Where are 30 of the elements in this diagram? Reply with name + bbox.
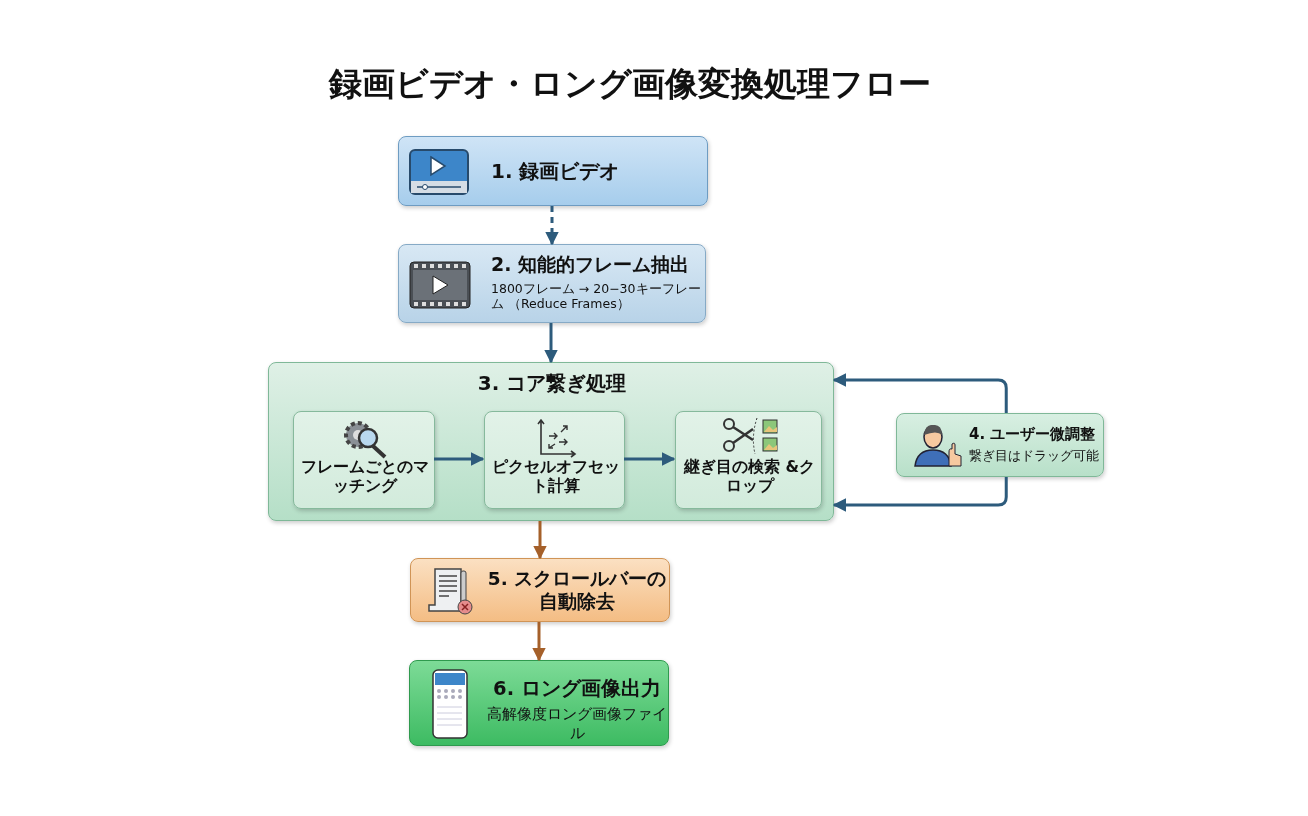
- step-title: 3. コア繋ぎ処理: [476, 371, 628, 396]
- arrow: [544, 323, 558, 364]
- arrow: [532, 622, 546, 662]
- arrow: [545, 206, 559, 246]
- step-title: 5. スクロールバーの自動除去: [487, 567, 667, 614]
- step-box: [484, 411, 625, 509]
- diagram-title: 録画ビデオ・ロング画像変換処理フロー: [327, 63, 932, 105]
- arrow: [832, 373, 1008, 413]
- step-box: [293, 411, 435, 509]
- step-title: 4. ユーザー微調整: [969, 425, 1097, 444]
- arrow: [624, 452, 676, 466]
- process-box: [896, 413, 1104, 477]
- process-box: [410, 558, 670, 622]
- step-title: 6. ロング画像出力: [492, 677, 662, 702]
- step-description: 高解像度ロング画像ファイル: [486, 705, 668, 743]
- arrow: [832, 477, 1008, 512]
- group-container: [268, 362, 834, 521]
- step-title: フレームごとのマッチング: [300, 458, 430, 497]
- process-box: [409, 660, 669, 746]
- arrow: [434, 452, 485, 466]
- step-description: 繋ぎ目はドラッグ可能: [969, 447, 1100, 464]
- step-box: [675, 411, 822, 509]
- step-title: 1. 録画ビデオ: [491, 159, 621, 184]
- process-box: [398, 244, 706, 323]
- step-title: ピクセルオフセット計算: [490, 458, 621, 497]
- arrow: [533, 521, 547, 560]
- step-description: 1800フレーム → 20−30キーフレーム （Reduce Frames）: [491, 280, 702, 312]
- step-title: 2. 知能的フレーム抽出: [491, 253, 691, 277]
- step-title: 継ぎ目の検索 &クロップ: [682, 458, 816, 497]
- process-box: [398, 136, 708, 206]
